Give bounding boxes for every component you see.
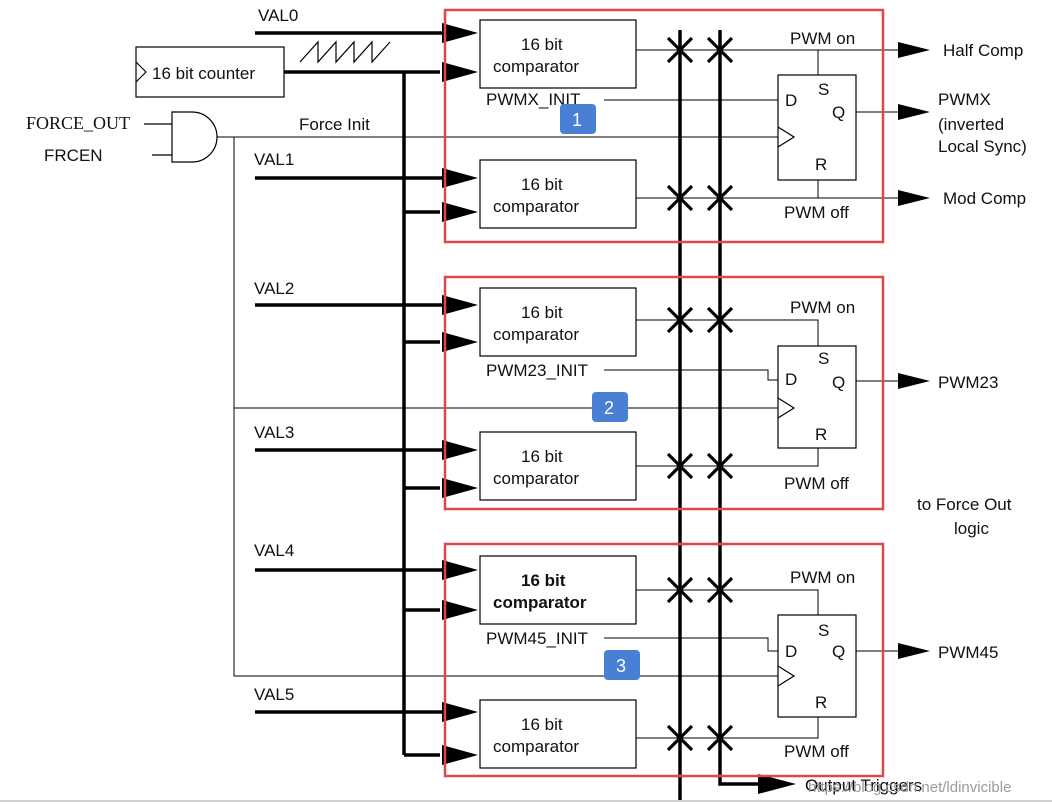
- crosspoint-markers: [666, 36, 734, 752]
- svg-text:comparator: comparator: [493, 593, 587, 612]
- output-triggers-arrow: [758, 774, 796, 794]
- counter-label: 16 bit counter: [152, 64, 255, 83]
- counter-block: 16 bit counter: [135, 46, 285, 98]
- pwmx-output-label: PWMX: [938, 90, 991, 109]
- svg-text:D: D: [785, 91, 797, 110]
- svg-text:S: S: [818, 349, 829, 368]
- flipflop-clock-marks: [777, 126, 796, 687]
- svg-text:16 bit: 16 bit: [521, 447, 563, 466]
- watermark: https://blog.csdn.net/ldinvicible: [808, 779, 1011, 796]
- svg-text:comparator: comparator: [493, 197, 579, 216]
- force-init-label: Force Init: [299, 115, 370, 134]
- init-wires: [604, 99, 778, 652]
- svg-text:16 bit: 16 bit: [521, 715, 563, 734]
- svg-text:comparator: comparator: [493, 57, 579, 76]
- init-label-1: PWMX_INIT: [486, 90, 580, 109]
- val-input-arrows: [442, 23, 478, 722]
- svg-text:PWM off: PWM off: [784, 742, 849, 761]
- svg-text:comparator: comparator: [493, 737, 579, 756]
- svg-text:S: S: [818, 80, 829, 99]
- init-label-2: PWM23_INIT: [486, 361, 588, 380]
- svg-text:R: R: [815, 425, 827, 444]
- force-and-gate: [144, 111, 218, 163]
- svg-text:Q: Q: [832, 103, 845, 122]
- counter-input-arrows: [442, 62, 478, 765]
- svg-text:16 bit: 16 bit: [521, 571, 566, 590]
- svg-text:PWM on: PWM on: [790, 568, 855, 587]
- val4-label: VAL4: [254, 541, 294, 560]
- svg-text:D: D: [785, 370, 797, 389]
- force-init-wires: [217, 136, 778, 677]
- force-out-logic-1: to Force Out: [917, 495, 1012, 514]
- svg-text:R: R: [815, 693, 827, 712]
- val-input-wires: [255, 31, 444, 714]
- counter-bus: [284, 70, 440, 757]
- q-output-wires: [856, 111, 900, 652]
- val5-label: VAL5: [254, 685, 294, 704]
- svg-text:16 bit: 16 bit: [521, 175, 563, 194]
- comparator-labels: 16 bit comparator 16 bit comparator 16 b…: [493, 35, 587, 756]
- svg-text:16 bit: 16 bit: [521, 303, 563, 322]
- svg-text:16 bit: 16 bit: [521, 35, 563, 54]
- svg-text:3: 3: [616, 656, 626, 676]
- frcen-label: FRCEN: [44, 146, 103, 165]
- val2-label: VAL2: [254, 279, 294, 298]
- svg-text:Q: Q: [832, 373, 845, 392]
- force-out-label: FORCE_OUT: [26, 113, 130, 133]
- val3-label: VAL3: [254, 423, 294, 442]
- pwmx-note-1: (inverted: [938, 115, 1004, 134]
- svg-text:PWM on: PWM on: [790, 29, 855, 48]
- pwm23-output-label: PWM23: [938, 373, 998, 392]
- comparator-output-wires: [636, 49, 898, 739]
- init-label-3: PWM45_INIT: [486, 629, 588, 648]
- val0-label: VAL0: [258, 6, 298, 25]
- pwmx-note-2: Local Sync): [938, 137, 1027, 156]
- flipflops: [777, 74, 857, 718]
- comparator-boxes: [479, 19, 637, 769]
- badge-3: 3: [604, 650, 640, 680]
- svg-text:2: 2: [604, 398, 614, 418]
- badge-2: 2: [592, 392, 628, 422]
- svg-text:Q: Q: [832, 642, 845, 661]
- svg-text:1: 1: [572, 110, 582, 130]
- mod-comp-label: Mod Comp: [943, 189, 1026, 208]
- svg-text:PWM on: PWM on: [790, 298, 855, 317]
- badge-1: 1: [560, 104, 596, 134]
- output-triggers-label: Output Triggers: [805, 776, 922, 795]
- svg-text:PWM off: PWM off: [784, 203, 849, 222]
- force-out-logic-2: logic: [954, 519, 989, 538]
- pwm45-output-label: PWM45: [938, 643, 998, 662]
- val1-label: VAL1: [254, 150, 294, 169]
- svg-text:S: S: [818, 621, 829, 640]
- sawtooth-waveform: [299, 40, 391, 64]
- channel-highlight-boxes: [443, 8, 885, 778]
- svg-text:comparator: comparator: [493, 325, 579, 344]
- output-trigger-bus: [678, 30, 760, 800]
- flipflop-pin-labels: D S Q R D S Q R D S Q R: [785, 80, 845, 712]
- output-arrows: [898, 42, 930, 659]
- svg-text:R: R: [815, 155, 827, 174]
- pwm-on-off-labels: PWM on PWM off PWM on PWM off PWM on PWM…: [784, 29, 855, 761]
- svg-text:PWM off: PWM off: [784, 474, 849, 493]
- svg-text:D: D: [785, 642, 797, 661]
- half-comp-label: Half Comp: [943, 41, 1023, 60]
- svg-text:comparator: comparator: [493, 469, 579, 488]
